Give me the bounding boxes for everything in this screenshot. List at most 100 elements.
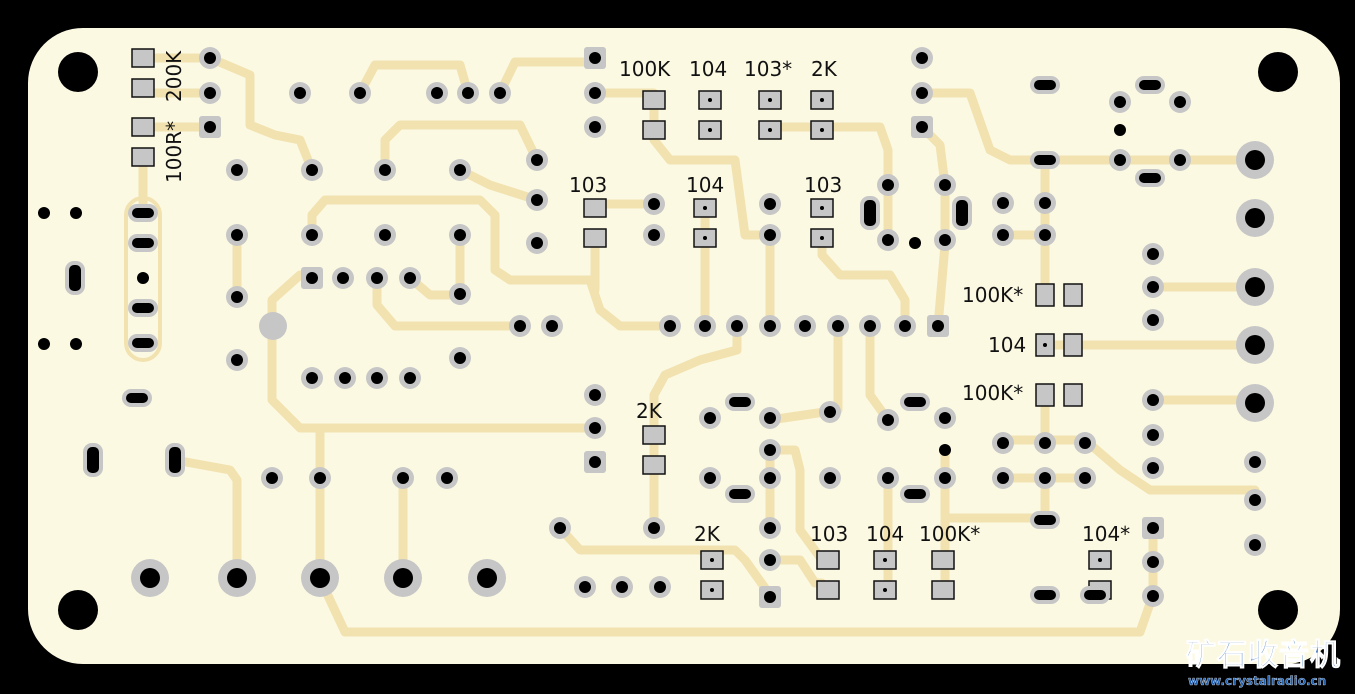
label-mid-2k: 2K — [636, 399, 663, 423]
drill-hole — [404, 372, 416, 384]
drill-hole — [454, 288, 466, 300]
drill-hole — [589, 389, 601, 401]
drill-slot — [904, 489, 926, 499]
smd-pad — [642, 425, 666, 445]
drill-hole — [354, 87, 366, 99]
trace — [817, 230, 910, 331]
drill-slot — [1139, 80, 1161, 90]
drill-slot — [1139, 173, 1161, 183]
via — [38, 207, 50, 219]
smd-pad — [131, 78, 155, 98]
drill-hole — [764, 472, 776, 484]
drill-slot — [1034, 515, 1056, 525]
smd-pad — [642, 90, 666, 110]
drill-hole — [731, 320, 743, 332]
drill-hole — [997, 197, 1009, 209]
drill-slot — [864, 200, 876, 226]
drill-hole — [579, 581, 591, 593]
drill-hole — [1079, 472, 1091, 484]
drill-hole — [704, 412, 716, 424]
smd-pads — [131, 48, 1112, 600]
drill-hole — [1147, 314, 1159, 326]
drill-hole — [939, 412, 951, 424]
drill-hole — [531, 237, 543, 249]
mounting-hole — [1258, 590, 1298, 630]
drill-slot — [132, 208, 154, 218]
drill-hole — [554, 522, 566, 534]
drill-hole — [404, 272, 416, 284]
drill-slot — [729, 397, 751, 407]
drill-hole — [882, 414, 894, 426]
drill-hole — [916, 121, 928, 133]
drill-hole — [1245, 393, 1265, 413]
drill-hole — [1147, 522, 1159, 534]
drill-slot — [132, 238, 154, 248]
mounting-hole — [58, 590, 98, 630]
drill-hole — [231, 291, 243, 303]
smd-pad — [131, 147, 155, 167]
drill-hole — [589, 456, 601, 468]
drill-hole — [1249, 539, 1261, 551]
drill-hole — [589, 121, 601, 133]
label-bot-100k: 100K* — [919, 522, 980, 546]
drill-slot — [1034, 155, 1056, 165]
drill-hole — [664, 320, 676, 332]
drill-hole — [431, 87, 443, 99]
trace — [380, 120, 542, 175]
smd-pad-dot — [710, 558, 714, 562]
smd-pad-dot — [768, 128, 772, 132]
board-outline — [28, 28, 1340, 664]
label-100r: 100R* — [162, 121, 186, 183]
smd-pad-dot — [820, 206, 824, 210]
drill-slot — [1034, 80, 1056, 90]
drill-hole — [824, 472, 836, 484]
drill-hole — [764, 591, 776, 603]
drill-hole — [589, 422, 601, 434]
drill-hole — [1114, 96, 1126, 108]
drill-slot — [87, 447, 99, 473]
drill-hole — [266, 472, 278, 484]
drill-hole — [648, 198, 660, 210]
drill-hole — [546, 320, 558, 332]
smd-pad — [583, 228, 607, 248]
drill-hole — [514, 320, 526, 332]
drill-hole — [204, 121, 216, 133]
drill-hole — [764, 522, 776, 534]
drill-hole — [494, 87, 506, 99]
drill-hole — [1147, 590, 1159, 602]
drill-hole — [916, 87, 928, 99]
drill-slot — [69, 265, 81, 291]
drill-hole — [1245, 150, 1265, 170]
drill-slot — [132, 303, 154, 313]
label-mid-103a: 103 — [569, 173, 607, 197]
drill-hole — [916, 52, 928, 64]
drill-hole — [764, 198, 776, 210]
drill-hole — [882, 472, 894, 484]
drill-hole — [306, 229, 318, 241]
drill-hole — [882, 179, 894, 191]
trace — [765, 445, 827, 565]
drill-hole — [648, 229, 660, 241]
drill-hole — [799, 320, 811, 332]
through-hole-pads — [38, 47, 1298, 630]
drill-slot — [169, 447, 181, 473]
smd-pad — [931, 550, 955, 570]
label-bot-104s: 104* — [1082, 522, 1130, 546]
drill-hole — [454, 352, 466, 364]
drill-hole — [654, 581, 666, 593]
drill-hole — [764, 412, 776, 424]
drill-hole — [997, 229, 1009, 241]
smd-pad — [642, 120, 666, 140]
drill-hole — [616, 581, 628, 593]
drill-slot — [729, 489, 751, 499]
label-right-100k-a: 100K* — [962, 283, 1023, 307]
drill-slot — [956, 200, 968, 226]
smd-pad — [1035, 283, 1055, 307]
smd-pad-dot — [883, 588, 887, 592]
drill-slot — [132, 338, 154, 348]
drill-slot — [1084, 590, 1106, 600]
drill-hole — [997, 437, 1009, 449]
smd-pad — [816, 550, 840, 570]
smd-pad — [1063, 383, 1083, 407]
drill-hole — [231, 354, 243, 366]
